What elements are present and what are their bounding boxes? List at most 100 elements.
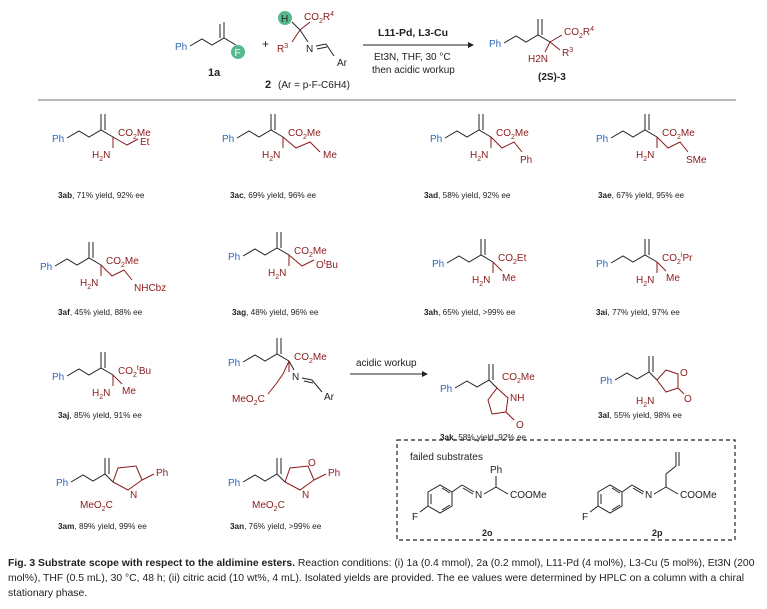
svg-text:2p: 2p [652,528,663,538]
svg-text:Ph: Ph [156,468,168,479]
svg-text:CO2Me: CO2Me [294,352,327,365]
compound-3af: CO2Me H2N NHCbz [39,241,166,294]
label-3ac: 3ac, 69% yield, 96% ee [230,191,316,200]
svg-text:L11-Pd, L3-Cu: L11-Pd, L3-Cu [378,27,448,39]
svg-text:H2N: H2N [636,396,654,409]
failed-substrate-2o: F N Ph COOMe 2o [412,465,547,538]
svg-text:1a: 1a [208,67,221,79]
svg-text:H2N: H2N [262,150,280,163]
svg-text:O: O [684,394,692,405]
svg-text:2: 2 [265,79,271,91]
svg-text:F: F [235,48,241,59]
svg-text:CO2Me: CO2Me [496,128,529,141]
compound-3ah: CO2Et H2N Me [431,238,527,288]
svg-text:H2N: H2N [636,150,654,163]
svg-text:CO2Et: CO2Et [498,253,527,266]
failed-substrates-box: failed substrates F N Ph COOMe 2o [396,439,736,541]
caption-title: Substrate scope with respect to the aldi… [38,558,295,569]
svg-text:CO2iPr: CO2iPr [662,252,693,266]
svg-text:H2N: H2N [268,268,286,281]
svg-text:H2N: H2N [92,150,110,163]
reactant-1a: Ph F 1a [175,22,245,79]
label-3ab: 3ab, 71% yield, 92% ee [58,191,145,200]
label-3ag: 3ag, 48% yield, 96% ee [232,308,319,317]
svg-text:CO2Me: CO2Me [294,246,327,259]
svg-text:N: N [292,372,299,383]
svg-text:H2N: H2N [470,150,488,163]
svg-text:MeO2C: MeO2C [232,394,265,407]
svg-text:(2S)-3: (2S)-3 [538,72,566,83]
product-3: Ph CO2R4 R3 H2N (2S)-3 [489,19,594,83]
compound-3an: Ph O Ph N MeO2C [228,458,340,513]
svg-text:N: N [302,490,309,501]
reaction-scheme: Ph F 1a + H CO2R4 R3 N Ar 2 (Ar = p-F-C6… [38,11,736,541]
svg-text:Me: Me [502,273,516,284]
svg-text:N: N [475,490,482,501]
svg-text:CO2Me: CO2Me [106,256,139,269]
svg-text:MeO2C: MeO2C [80,500,113,513]
svg-text:CO2Me: CO2Me [662,128,695,141]
svg-text:Ph: Ph [489,39,501,50]
label-3ad: 3ad, 58% yield, 92% ee [424,191,511,200]
svg-text:Ph: Ph [440,384,452,395]
svg-text:then acidic workup: then acidic workup [372,65,455,76]
label-3af: 3af, 45% yield, 88% ee [58,308,143,317]
svg-text:R3: R3 [277,43,288,55]
svg-text:H2N: H2N [80,278,98,291]
failed-substrate-2p: F N COOMe 2p [582,452,717,538]
svg-text:CO2R4: CO2R4 [304,11,334,25]
label-3ai: 3ai, 77% yield, 97% ee [596,308,680,317]
label-3an: 3an, 76% yield, >99% ee [230,522,322,531]
svg-text:+: + [262,37,269,51]
svg-text:H: H [281,14,288,25]
svg-text:2o: 2o [482,528,493,538]
compound-3ad: CO2Me H2N Ph [429,113,532,166]
svg-text:(Ar = p-F-C6H4): (Ar = p-F-C6H4) [278,80,350,91]
svg-text:NHCbz: NHCbz [134,283,166,294]
compound-3ai: CO2iPr H2N Me [595,238,693,288]
compound-3ag: CO2Me H2N OtBu [227,231,338,281]
svg-text:Me: Me [666,273,680,284]
svg-text:OtBu: OtBu [316,259,338,271]
svg-text:CO2Me: CO2Me [118,128,151,141]
svg-text:Et: Et [140,137,150,148]
svg-text:R3: R3 [562,47,573,59]
svg-text:CO2Me: CO2Me [502,372,535,385]
svg-text:Ph: Ph [228,478,240,489]
label-3ae: 3ae, 67% yield, 95% ee [598,191,684,200]
svg-text:failed substrates: failed substrates [410,452,483,463]
svg-text:COOMe: COOMe [680,490,717,501]
svg-text:Ph: Ph [600,376,612,387]
svg-text:O: O [308,458,316,469]
label-3am: 3am, 89% yield, 99% ee [58,522,147,531]
svg-text:H2N: H2N [528,54,548,65]
svg-text:N: N [130,490,137,501]
svg-text:Ph: Ph [175,42,187,53]
svg-text:N: N [645,490,652,501]
svg-text:Me: Me [122,386,136,397]
svg-text:Ar: Ar [337,58,348,69]
svg-text:O: O [680,368,688,379]
compound-3ab: CO2Me H2N Et [51,113,151,163]
svg-text:CO2R4: CO2R4 [564,26,594,40]
reactant-2: H CO2R4 R3 N Ar 2 (Ar = p-F-C6H4) [265,11,350,91]
compound-3am: Ph Ph N MeO2C [56,458,168,513]
svg-text:Ph: Ph [328,468,340,479]
compound-3aj: CO2tBu H2N Me [51,351,151,401]
svg-text:H2N: H2N [636,275,654,288]
svg-text:CO2tBu: CO2tBu [118,365,151,379]
svg-text:O: O [516,420,524,431]
svg-text:MeO2C: MeO2C [252,500,285,513]
imine-intermediate: CO2Me N Ar MeO2C [227,337,335,407]
figure-caption: Fig. 3 Substrate scope with respect to t… [8,556,760,601]
svg-text:Ph: Ph [490,465,502,476]
svg-text:Ph: Ph [520,155,532,166]
svg-text:NH: NH [510,393,524,404]
svg-text:Et3N, THF, 30 °C: Et3N, THF, 30 °C [374,52,451,63]
svg-text:acidic workup: acidic workup [356,358,417,369]
acidic-workup-arrow: acidic workup [350,358,428,377]
compound-3ac: CO2Me H2N Me [221,113,337,163]
compound-3ae: CO2Me H2N SMe [595,113,707,166]
compound-3al: Ph O O H2N [600,356,692,409]
